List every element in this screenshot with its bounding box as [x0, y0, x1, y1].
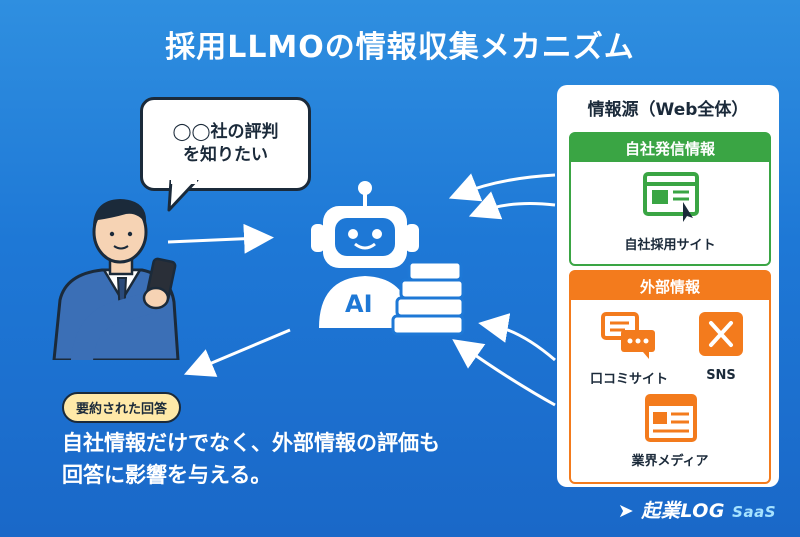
news-media-icon: [645, 394, 697, 444]
arrow-ai-to-answer: [183, 328, 291, 377]
summary-badge: 要約された回答: [62, 392, 182, 423]
chat-bubbles-icon: [601, 312, 657, 360]
own-site-label: 自社採用サイト: [624, 238, 716, 253]
ai-robot-illustration: AI: [305, 178, 475, 348]
brand-logo: ➤ 起業LOG SaaS: [618, 496, 776, 523]
logo-main: 起業LOG: [641, 500, 726, 522]
website-icon: [643, 172, 699, 222]
speech-bubble: ◯◯社の評判 を知りたい: [140, 97, 311, 191]
own-info-box: 自社発信情報 自社採用サイト: [569, 132, 771, 266]
paper-plane-icon: ➤: [617, 500, 635, 522]
caption-line-2: 回答に影響を与える。: [62, 462, 272, 487]
arrow-source-2: [468, 191, 556, 220]
industry-media-label: 業界メディア: [631, 454, 709, 469]
arrow-question-to-ai: [167, 223, 274, 254]
ai-label: AI: [345, 290, 373, 318]
external-info-box: 外部情報 口コミサイト SNS: [569, 270, 771, 484]
arrow-source-3: [478, 313, 556, 362]
reviews-label: 口コミサイト: [589, 372, 668, 387]
sources-panel: 情報源（Web全体） 自社発信情報 自社採用サイト 外部情報: [557, 85, 779, 487]
arrow-source-1: [448, 173, 556, 202]
x-sns-icon: [699, 312, 743, 356]
page-title: 採用LLMOの情報収集メカニズム: [165, 30, 635, 65]
own-info-header: 自社発信情報: [571, 134, 769, 162]
external-info-header: 外部情報: [571, 272, 769, 300]
speech-line-1: ◯◯社の評判: [172, 122, 279, 143]
person-illustration: [42, 190, 192, 360]
sns-label: SNS: [706, 368, 736, 383]
bubble-tail: [167, 180, 199, 212]
caption-line-1: 自社情報だけでなく、外部情報の評価も: [62, 431, 440, 455]
speech-line-2: を知りたい: [183, 145, 268, 165]
caption: 自社情報だけでなく、外部情報の評価も 回答に影響を与える。: [62, 428, 562, 491]
sources-title: 情報源（Web全体）: [587, 100, 749, 120]
logo-sub: SaaS: [732, 503, 776, 521]
arrow-source-4: [452, 339, 556, 407]
